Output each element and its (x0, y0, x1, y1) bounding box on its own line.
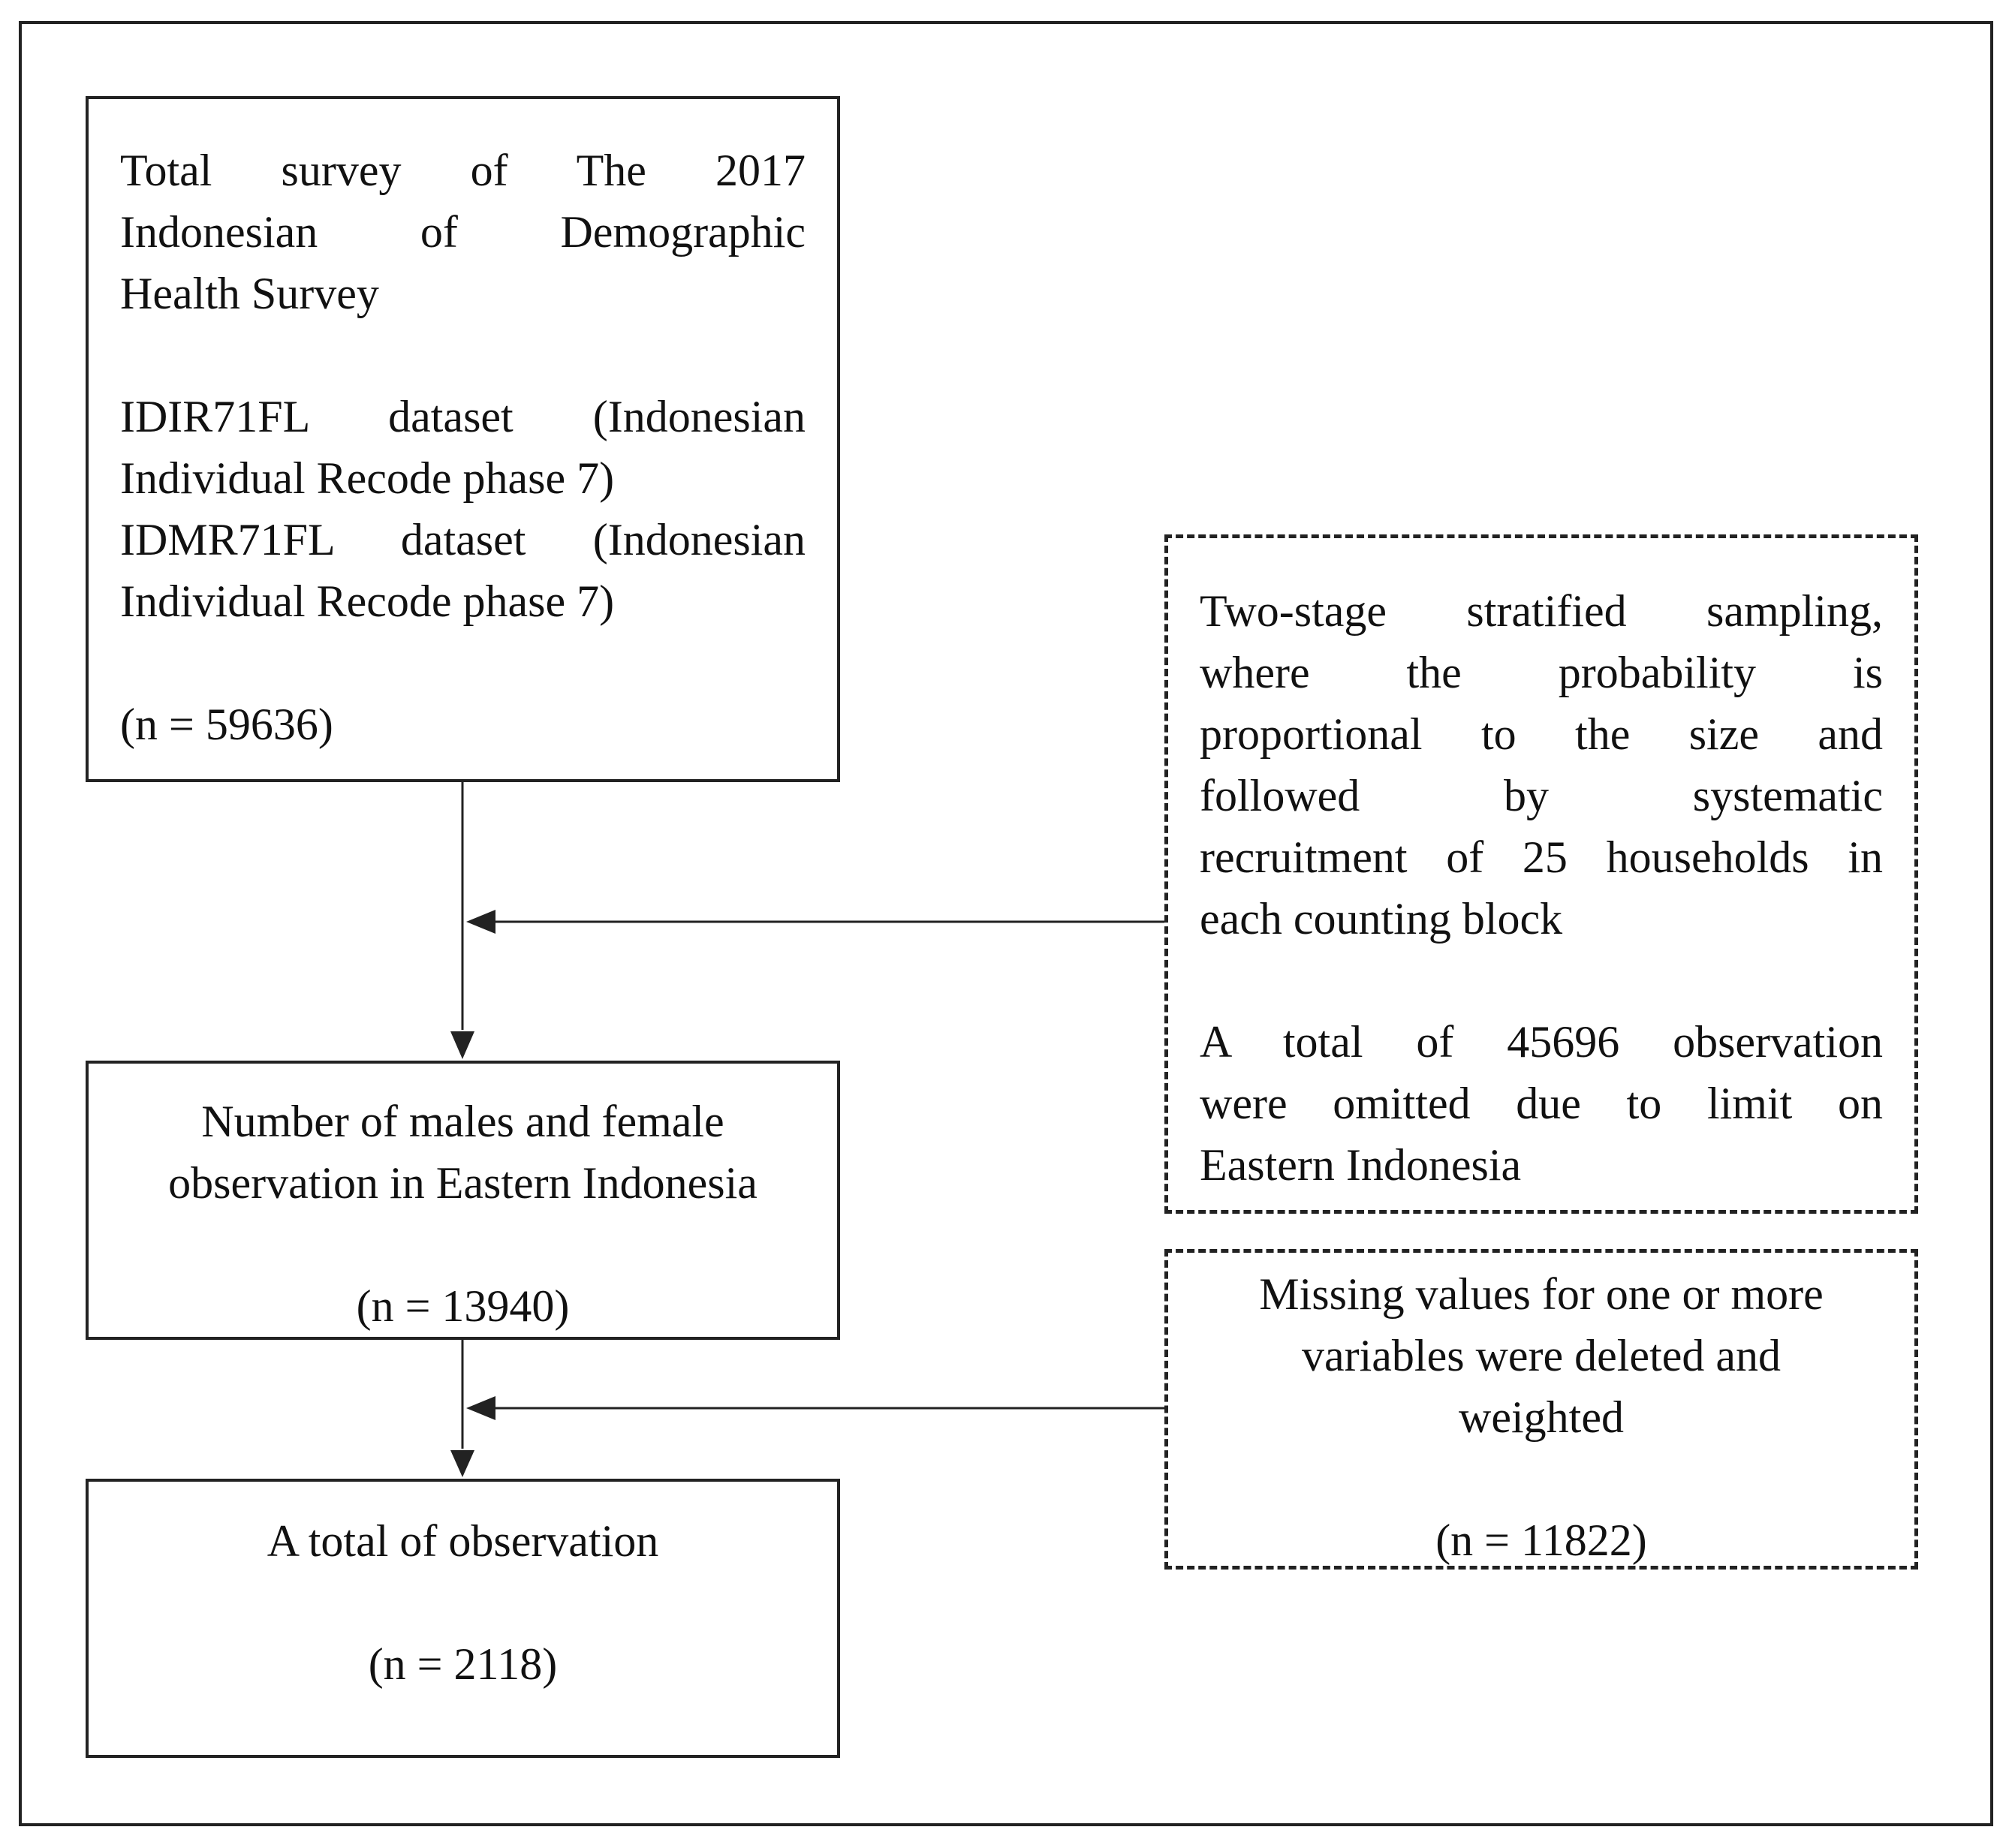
connector-lines (450, 782, 1164, 1477)
sampling-omitted-line: were omitted due to limit on (1200, 1079, 1883, 1128)
figure-frame (19, 21, 1993, 1826)
missing-label-line: variables were deleted and (1302, 1331, 1781, 1380)
eastern-indonesia-box: Number of males and female observation i… (86, 1061, 840, 1340)
total-observation-box: A total of observation (n = 2118) (86, 1479, 840, 1758)
survey-title: Total survey of The 2017 Indonesian of D… (120, 140, 806, 324)
sampling-omitted-line: Eastern Indonesia (1200, 1140, 1522, 1190)
survey-title-line: Indonesian of Demographic (120, 207, 806, 257)
sampling-method-line: Two-stage stratified sampling, (1200, 586, 1883, 636)
sampling-omitted: A total of 45696 observation were omitte… (1200, 1011, 1883, 1196)
survey-total-box: Total survey of The 2017 Indonesian of D… (86, 96, 840, 782)
missing-count: (n = 11822) (1435, 1515, 1647, 1565)
arrowhead-down-total (450, 1450, 474, 1477)
sampling-omitted-line: A total of 45696 observation (1200, 1017, 1883, 1067)
arrowhead-left-sampling (466, 910, 495, 934)
survey-dataset-line: IDIR71FL dataset (Indonesian (120, 392, 806, 441)
arrowhead-left-missing (466, 1396, 495, 1420)
survey-datasets: IDIR71FL dataset (Indonesian Individual … (120, 386, 806, 632)
missing-label-line: Missing values for one or more (1259, 1269, 1824, 1319)
survey-dataset-line: Individual Recode phase 7) (120, 576, 615, 626)
survey-count: (n = 59636) (120, 700, 333, 749)
sampling-method-line: recruitment of 25 households in (1200, 832, 1883, 882)
arrowhead-down-eastern (450, 1031, 474, 1059)
sampling-method-line: proportional to the size and (1200, 709, 1883, 759)
eastern-label-line: observation in Eastern Indonesia (168, 1158, 758, 1208)
missing-label-line: weighted (1459, 1392, 1624, 1442)
sampling-method-line: followed by systematic (1200, 771, 1883, 820)
total-count: (n = 2118) (368, 1639, 558, 1689)
sampling-method-line: where the probability is (1200, 648, 1883, 697)
survey-dataset-line: IDMR71FL dataset (Indonesian (120, 515, 806, 564)
sampling-method: Two-stage stratified sampling, where the… (1200, 580, 1883, 950)
survey-dataset-line: Individual Recode phase 7) (120, 453, 615, 503)
missing-values-box: Missing values for one or more variables… (1164, 1249, 1918, 1570)
survey-title-line: Total survey of The 2017 (120, 146, 806, 195)
eastern-label-line: Number of males and female (201, 1097, 724, 1146)
sampling-method-line: each counting block (1200, 894, 1563, 944)
eastern-count: (n = 13940) (356, 1281, 570, 1331)
survey-title-line: Health Survey (120, 269, 379, 318)
sampling-exclusion-box: Two-stage stratified sampling, where the… (1164, 534, 1918, 1214)
total-label: A total of observation (267, 1516, 659, 1566)
